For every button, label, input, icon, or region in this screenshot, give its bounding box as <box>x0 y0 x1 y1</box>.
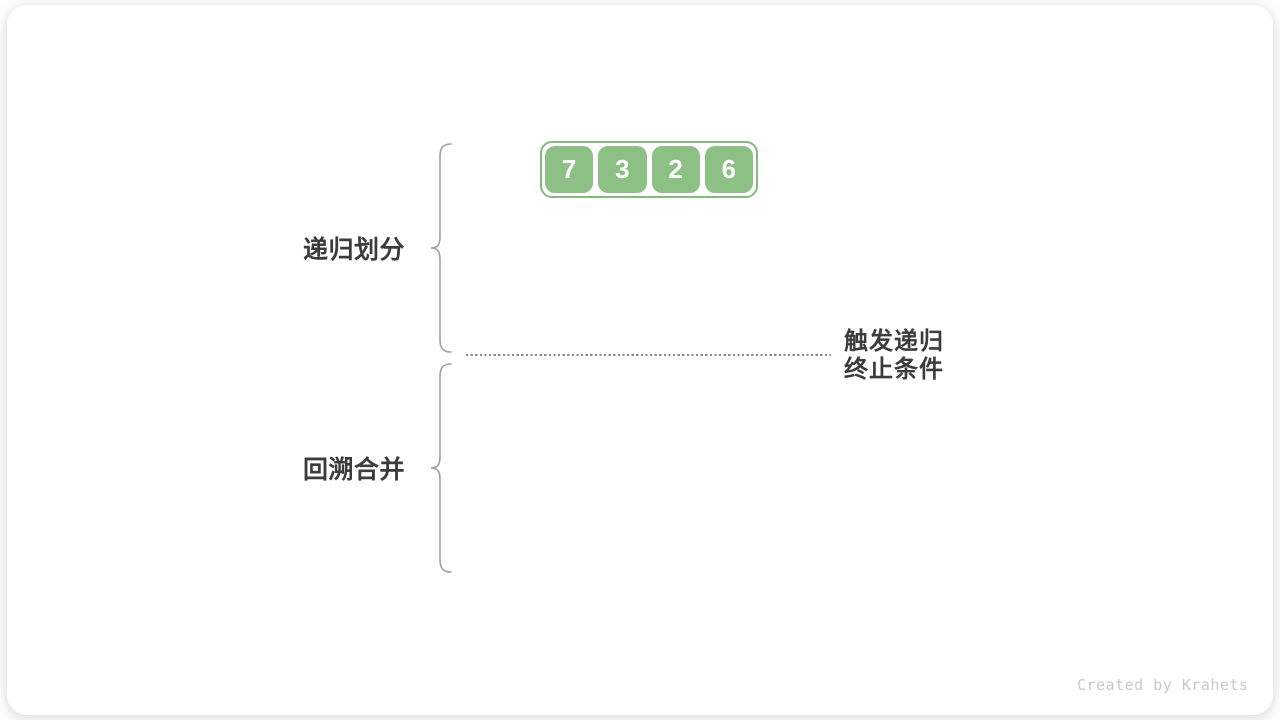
lower-curly-brace-icon <box>430 363 452 573</box>
label-recursive-divide: 递归划分 <box>302 236 405 264</box>
label-backtrack-merge: 回溯合并 <box>302 456 405 484</box>
background-card <box>7 5 1273 715</box>
label-termination-line2: 终止条件 <box>844 356 944 383</box>
array-container: 7 3 2 6 <box>540 141 758 198</box>
array-cell: 6 <box>704 146 753 193</box>
label-termination-line1: 触发递归 <box>844 328 944 355</box>
array-cell: 2 <box>651 146 700 193</box>
watermark-credit: Created by Krahets <box>1077 676 1249 694</box>
upper-curly-brace-icon <box>430 143 452 353</box>
dotted-divider-line <box>466 354 831 357</box>
array-cell: 7 <box>545 146 594 193</box>
array-cell: 3 <box>598 146 647 193</box>
label-termination-condition: 触发递归 终止条件 <box>844 328 944 384</box>
